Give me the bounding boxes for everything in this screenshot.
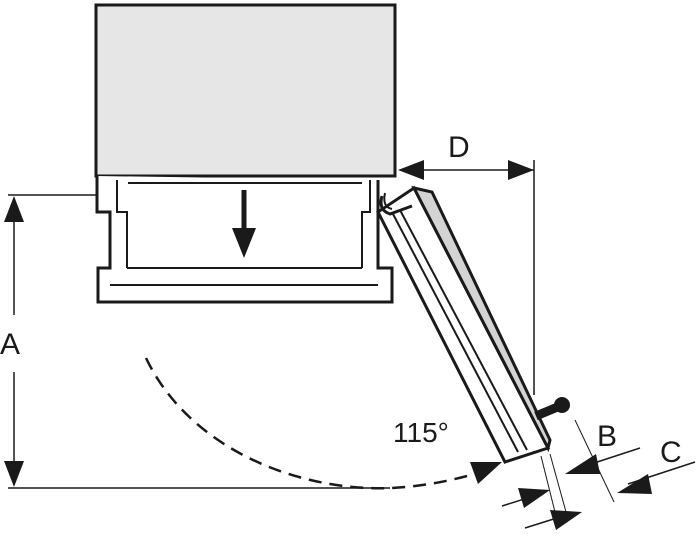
dimension-c-label: C: [660, 436, 682, 469]
dimension-c: [524, 461, 696, 530]
opening-angle-arc: [144, 357, 502, 490]
dimension-d-label: D: [448, 131, 470, 164]
dimension-d: [398, 160, 535, 395]
opening-angle-label: 115°: [393, 417, 449, 448]
open-door: [376, 185, 552, 464]
dimension-b: [501, 419, 641, 513]
handle-knob-icon: [534, 397, 570, 421]
drawer-inner-right: [361, 180, 371, 268]
dimension-b-label: B: [597, 420, 617, 453]
drawer-inner-left: [116, 180, 128, 268]
appliance-body: [94, 3, 397, 178]
dimension-a-label: A: [0, 328, 20, 361]
arrow-down-icon: [232, 190, 256, 258]
door-hinge: [379, 195, 413, 216]
dimension-a: [4, 194, 390, 489]
